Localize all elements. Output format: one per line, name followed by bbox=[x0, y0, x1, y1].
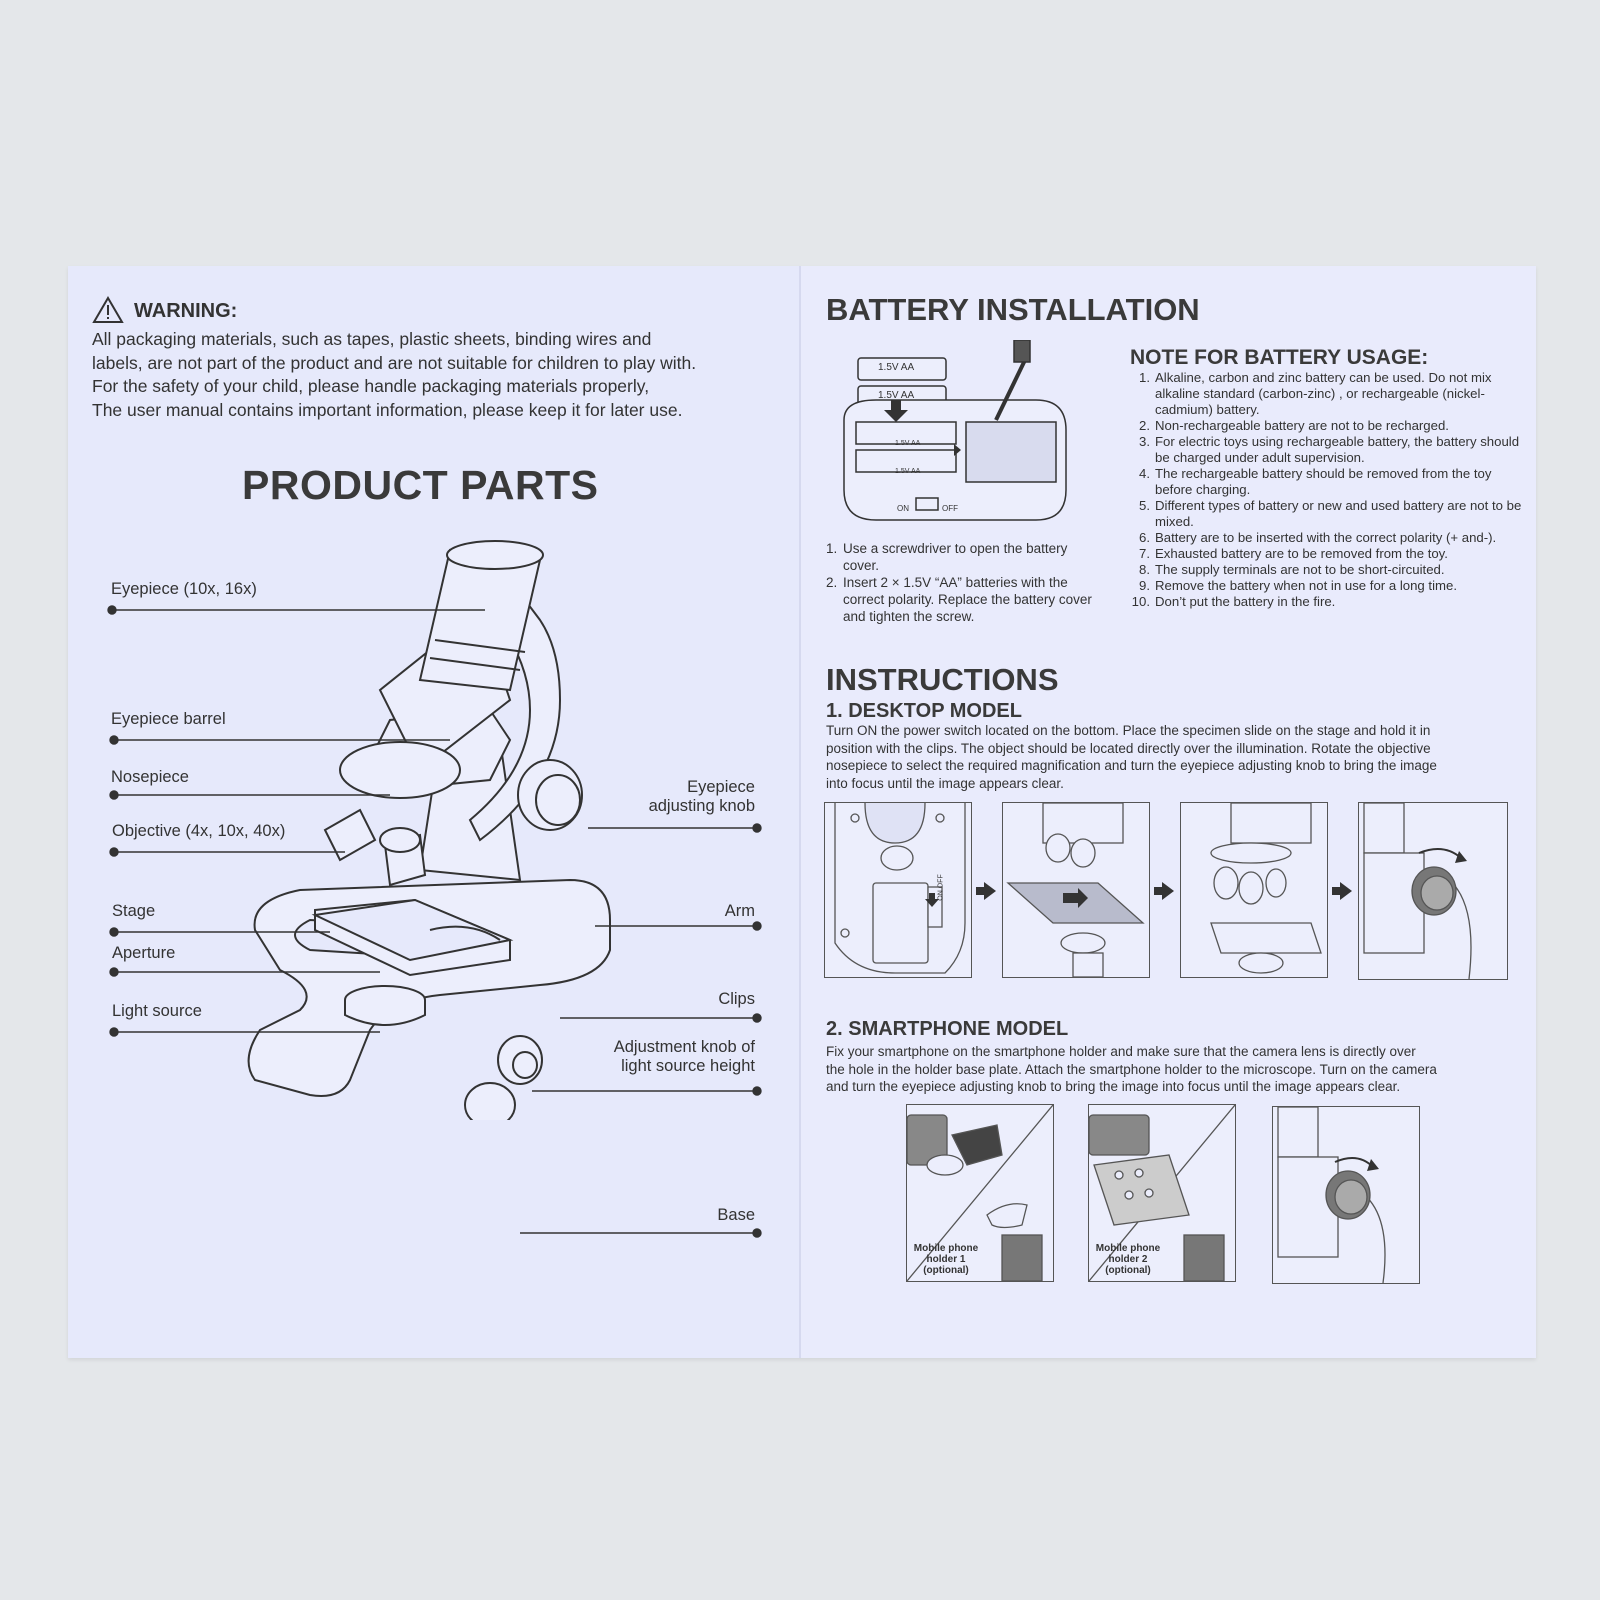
list-item: 1.Alkaline, carbon and zinc battery can … bbox=[1139, 370, 1492, 417]
list-item: 7.Exhausted battery are to be removed fr… bbox=[1139, 546, 1448, 561]
label-aperture: Aperture bbox=[112, 944, 176, 962]
warning-triangle-icon bbox=[92, 296, 124, 323]
label-stage: Stage bbox=[112, 902, 156, 920]
list-item: 1.Use a screwdriver to open the battery … bbox=[826, 541, 1068, 573]
label-base: Base bbox=[717, 1206, 755, 1224]
label-eyepiece-adjusting-knob: Eyepiece adjusting knob bbox=[600, 778, 755, 816]
list-item: 9.Remove the battery when not in use for… bbox=[1139, 578, 1458, 593]
battery-installation-title: BATTERY INSTALLATION bbox=[826, 292, 1200, 327]
arrow-right-icon bbox=[1154, 882, 1174, 900]
paragraph-line: and turn the eyepiece adjusting knob to … bbox=[826, 1079, 1401, 1094]
arrow-right-icon bbox=[1332, 882, 1352, 900]
smartphone-step-3-panel bbox=[1272, 1106, 1420, 1284]
page-fold bbox=[799, 266, 801, 1358]
desktop-model-title: 1. DESKTOP MODEL bbox=[826, 700, 1022, 722]
list-item: 6.Battery are to be inserted with the co… bbox=[1139, 530, 1497, 545]
holder-1-caption: Mobile phone holder 1 (optional) bbox=[913, 1243, 979, 1276]
paragraph-line: into focus until the image appears clear… bbox=[826, 775, 1064, 791]
holder-2-caption: Mobile phone holder 2 (optional) bbox=[1095, 1243, 1161, 1276]
desktop-step-4-panel bbox=[1358, 802, 1508, 980]
paragraph-line: Fix your smartphone on the smartphone ho… bbox=[826, 1044, 1416, 1059]
label-line: adjusting knob bbox=[648, 797, 755, 815]
label-adjustment-knob: Adjustment knob of light source height bbox=[560, 1038, 755, 1076]
desktop-model-text: Turn ON the power switch located on the … bbox=[826, 722, 1516, 792]
label-eyepiece-barrel: Eyepiece barrel bbox=[111, 710, 226, 728]
label-light-source: Light source bbox=[112, 1002, 202, 1020]
smartphone-model-title: 2. SMARTPHONE MODEL bbox=[826, 1018, 1069, 1040]
warning-line: labels, are not part of the product and … bbox=[92, 352, 697, 373]
battery-steps: 1.Use a screwdriver to open the battery … bbox=[826, 540, 1096, 625]
warning-line: The user manual contains important infor… bbox=[92, 399, 683, 420]
warning-text: All packaging materials, such as tapes, … bbox=[92, 328, 792, 422]
list-item: 3.For electric toys using rechargeable b… bbox=[1139, 434, 1520, 465]
label-clips: Clips bbox=[718, 990, 755, 1008]
switch-off-label: OFF bbox=[942, 504, 958, 513]
arrow-right-icon bbox=[976, 882, 996, 900]
desktop-step-2-panel bbox=[1002, 802, 1150, 978]
warning-line: For the safety of your child, please han… bbox=[92, 376, 650, 396]
smartphone-holder-2-panel bbox=[1088, 1104, 1236, 1282]
label-eyepiece: Eyepiece (10x, 16x) bbox=[111, 580, 257, 598]
list-item: 10.Don’t put the battery in the fire. bbox=[1131, 594, 1336, 609]
switch-on-off-label: ON OFF bbox=[937, 874, 945, 901]
label-line: light source height bbox=[621, 1057, 755, 1075]
desktop-step-3-panel bbox=[1180, 802, 1328, 978]
list-item: 5.Different types of battery or new and … bbox=[1139, 498, 1522, 529]
battery-diagram bbox=[843, 340, 1067, 521]
label-line: Eyepiece bbox=[687, 778, 755, 796]
label-arm: Arm bbox=[724, 902, 755, 920]
smartphone-holder-1-panel bbox=[906, 1104, 1054, 1282]
label-objective: Objective (4x, 10x, 40x) bbox=[112, 822, 286, 840]
list-item: 8.The supply terminals are not to be sho… bbox=[1139, 562, 1445, 577]
list-item: 2.Non-rechargeable battery are not to be… bbox=[1139, 418, 1449, 433]
paragraph-line: position with the clips. The object shou… bbox=[826, 740, 1431, 756]
label-line: Adjustment knob of bbox=[613, 1038, 755, 1056]
paragraph-line: the hole in the holder base plate. Attac… bbox=[826, 1061, 1437, 1077]
microscope-illustration bbox=[247, 540, 611, 1120]
paragraph-line: Turn ON the power switch located on the … bbox=[826, 723, 1431, 738]
label-nosepiece: Nosepiece bbox=[111, 768, 189, 786]
list-item: 2.Insert 2 × 1.5V “AA” batteries with th… bbox=[826, 575, 1092, 624]
note-title: NOTE FOR BATTERY USAGE: bbox=[1130, 346, 1429, 369]
list-item: 4.The rechargeable battery should be rem… bbox=[1139, 466, 1492, 497]
battery-label: 1.5V AA bbox=[878, 390, 915, 401]
battery-icon bbox=[857, 357, 947, 381]
warning-title: WARNING: bbox=[134, 300, 238, 322]
paragraph-line: nosepiece to select the required magnifi… bbox=[826, 758, 1437, 773]
smartphone-model-text: Fix your smartphone on the smartphone ho… bbox=[826, 1043, 1516, 1096]
product-parts-title: PRODUCT PARTS bbox=[242, 462, 599, 508]
inner-battery-label: 1.5V AA bbox=[895, 468, 921, 475]
leader-lines bbox=[107, 605, 762, 1238]
desktop-step-1-panel bbox=[824, 802, 972, 978]
inner-battery-label: 1.5V AA bbox=[895, 440, 921, 447]
instructions-title: INSTRUCTIONS bbox=[826, 662, 1059, 697]
battery-label: 1.5V AA bbox=[878, 362, 915, 373]
warning-line: All packaging materials, such as tapes, … bbox=[92, 329, 652, 349]
note-list: 1.Alkaline, carbon and zinc battery can … bbox=[1130, 370, 1530, 610]
switch-on-label: ON bbox=[897, 504, 909, 513]
